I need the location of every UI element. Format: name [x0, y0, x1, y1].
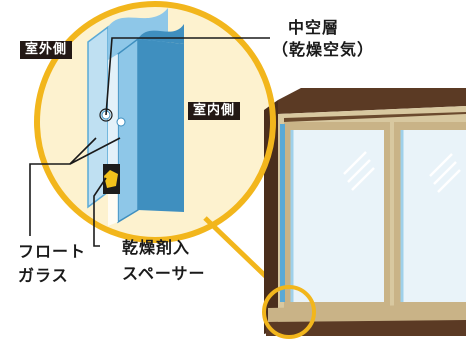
frame-top [278, 88, 466, 114]
air-layer-label-line2: （乾燥空気） [272, 40, 375, 59]
inner-pane-face [138, 39, 184, 212]
spacer-label-line1: 乾燥剤入 [122, 238, 191, 257]
outdoor-side-tag: 室外側 [20, 41, 73, 59]
float-glass-label-line2: ガラス [18, 266, 69, 285]
spacer-label-line2: スペーサー [122, 264, 206, 283]
inner-pane-front [117, 37, 139, 224]
glass-reflections [343, 151, 461, 193]
float-glass-label-line1: フロート [18, 242, 87, 261]
magnifier-ring [34, 1, 276, 243]
frame-sill [266, 320, 466, 336]
leader-lines [29, 37, 270, 247]
indoor-side-tag: 室内側 [188, 102, 241, 120]
right-glass [402, 130, 466, 302]
desiccant [104, 170, 118, 188]
zoom-ring [262, 285, 316, 339]
window-illustration [264, 88, 466, 336]
left-glass [292, 130, 384, 302]
glass-cross-section [87, 8, 184, 226]
air-layer-label-line1: 中空層 [288, 18, 340, 37]
glass-edge [280, 124, 285, 302]
